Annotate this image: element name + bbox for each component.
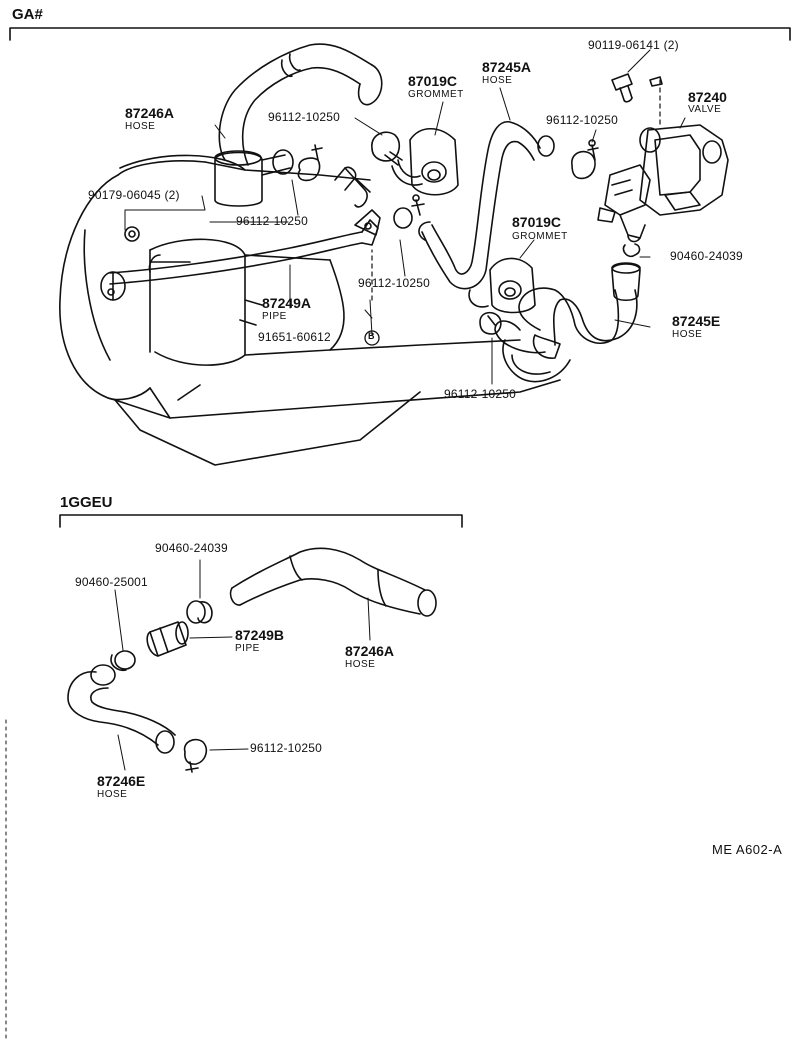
label-grommet-lower-number: 87019C <box>512 214 562 230</box>
section-bracket-top <box>9 27 791 41</box>
section-label-top: GA# <box>12 6 43 23</box>
clamp-96112-4 <box>571 139 599 180</box>
bolt-b-mark: B <box>368 331 375 341</box>
label-hose-87245a-name: HOSE <box>482 75 513 86</box>
label-clamp-2: 96112-10250 <box>546 113 619 127</box>
pipe-87249b <box>146 621 189 657</box>
label-pipe-87249a-number: 87249A <box>262 295 312 311</box>
label-grommet-top-name: GROMMET <box>408 89 464 100</box>
label-clamp-5: 96112-10250 <box>444 387 517 401</box>
label-clamp-3: 96112-10250 <box>236 214 309 228</box>
hose-87246e <box>67 664 176 754</box>
pipe-bracket <box>354 209 381 236</box>
clamp-96112-bottom <box>183 738 208 773</box>
label-pipe-87249b-name: PIPE <box>235 643 260 654</box>
grommet-87019c-lower <box>468 257 536 314</box>
label-bottom-clamp: 96112-10250 <box>250 741 323 755</box>
label-hose-87246e-number: 87246E <box>97 773 146 789</box>
clamp-96112-3 <box>393 194 425 229</box>
label-bottom-clip-1: 90460-24039 <box>155 541 228 555</box>
label-hose-87245e-name: HOSE <box>672 329 703 340</box>
label-valve-name: VALVE <box>688 104 722 115</box>
label-bottom-hose-87246a-number: 87246A <box>345 643 395 659</box>
clamp-96112-1 <box>272 144 323 182</box>
hose-87245e <box>494 243 641 383</box>
label-grommet-lower-name: GROMMET <box>512 231 568 242</box>
leader-lines-top <box>124 49 686 385</box>
figure-code: ME A602-A <box>712 842 783 857</box>
label-clamp-4: 96112-10250 <box>358 276 431 290</box>
tube-connector <box>334 166 371 208</box>
label-hose-87245e-number: 87245E <box>672 313 721 329</box>
label-hose-87245a-number: 87245A <box>482 59 532 75</box>
clamp-96112-2 <box>371 131 403 166</box>
label-valve-number: 87240 <box>688 89 727 105</box>
hose-87245a <box>418 121 555 290</box>
label-hose-87246a-name: HOSE <box>125 121 156 132</box>
label-hose-87246a-number: 87246A <box>125 105 175 121</box>
pipe-87249a <box>100 219 379 301</box>
label-nut-90179: 90179-06045 (2) <box>88 188 180 202</box>
hose-87246a-bottom <box>229 547 437 617</box>
clip-90460-24039-bottom <box>186 600 213 624</box>
clamp-96112-5 <box>479 311 502 335</box>
bolt-b-mark-circle <box>364 330 380 346</box>
label-bottom-hose-87246a-name: HOSE <box>345 659 376 670</box>
label-bolt-90119: 90119-06141 (2) <box>588 38 679 52</box>
label-bolt-b: 91651-60612 <box>258 330 331 344</box>
label-clamp-1: 96112-10250 <box>268 110 341 124</box>
section-bracket-bottom <box>59 514 463 528</box>
bolt-90119 <box>611 73 663 103</box>
grommet-87019c-top <box>391 127 459 196</box>
leader-lines-bottom <box>114 559 371 771</box>
section-label-bottom: 1GGEU <box>60 494 113 511</box>
label-pipe-87249a-name: PIPE <box>262 311 287 322</box>
label-pipe-87249b-number: 87249B <box>235 627 285 643</box>
label-grommet-top-number: 87019C <box>408 73 458 89</box>
valve-87240 <box>597 124 729 243</box>
clip-90460-25001 <box>110 650 136 672</box>
label-clip-right: 90460-24039 <box>670 249 743 263</box>
label-bottom-clip-2: 90460-25001 <box>75 575 148 589</box>
label-hose-87246e-name: HOSE <box>97 789 128 800</box>
nut-90179 <box>124 226 140 242</box>
